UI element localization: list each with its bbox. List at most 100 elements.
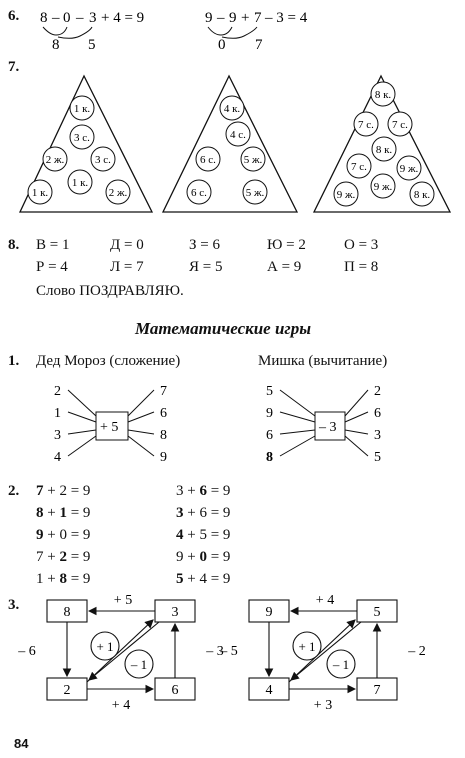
operator: + xyxy=(43,483,60,499)
box-bottom-left xyxy=(46,677,88,701)
result: = 9 xyxy=(66,549,91,565)
games1-right-title: Мишка (вычитание) xyxy=(258,353,388,369)
label-bottom: + 4 xyxy=(112,698,130,713)
answer-word: Слово ПОЗДРАВЛЯЮ. xyxy=(36,283,184,299)
addend-b: 2 xyxy=(59,483,67,499)
operator: + xyxy=(183,483,200,499)
cipher-v: В = 1 xyxy=(36,237,70,253)
token-circle xyxy=(69,124,95,150)
cipher-z: З = 6 xyxy=(189,237,220,253)
token-circle xyxy=(69,95,95,121)
task6-eq2-sub2: 7 xyxy=(255,37,263,53)
left-out-3: 8 xyxy=(160,428,167,443)
addend-b: 8 xyxy=(59,571,67,587)
token-label: 4 к. xyxy=(224,103,241,115)
box-top-right-value: 5 xyxy=(374,605,381,620)
addend-a: 7 xyxy=(36,483,44,499)
token-circle xyxy=(242,179,268,205)
games3-number: 3. xyxy=(8,597,20,613)
task7-number: 7. xyxy=(8,59,20,75)
right-in-3: 6 xyxy=(266,428,273,443)
label-right: – 3 xyxy=(205,644,224,659)
section-title: Математические игры xyxy=(135,319,312,338)
token-circle xyxy=(396,155,422,181)
task6-eq2-t1: 9 xyxy=(205,10,213,26)
cipher-l: Л = 7 xyxy=(110,259,144,275)
machine-left-op: + 5 xyxy=(100,420,118,435)
cipher-p: П = 8 xyxy=(344,259,379,275)
task6-eq1-t2: – xyxy=(51,10,60,26)
token-circle xyxy=(67,169,93,195)
box-bottom-right-value: 6 xyxy=(172,683,179,698)
label-right: – 2 xyxy=(407,644,426,659)
addend-b: 0 xyxy=(199,549,207,565)
box-top-left xyxy=(248,599,290,623)
left-in-4: 4 xyxy=(54,450,61,465)
token-circle xyxy=(409,181,435,207)
operator: + xyxy=(43,527,60,543)
operator: + xyxy=(43,571,60,587)
token-label: 7 с. xyxy=(358,119,374,131)
addend-a: 9 xyxy=(176,549,184,565)
left-out-1: 7 xyxy=(160,384,167,399)
result: = 9 xyxy=(66,505,91,521)
task6-eq1-arc1 xyxy=(42,26,68,36)
label-left: – 6 xyxy=(17,644,36,659)
box-top-right xyxy=(356,599,398,623)
token-label: 7 с. xyxy=(351,161,367,173)
equation-row: 3 + 6 = 9 xyxy=(176,506,230,521)
token-label: 3 с. xyxy=(95,154,111,166)
label-top: + 4 xyxy=(316,593,334,608)
box-bottom-left-value: 2 xyxy=(64,683,71,698)
box-bottom-right-value: 7 xyxy=(374,683,381,698)
token-label: 5 ж. xyxy=(244,154,263,166)
task6-eq2-t4: + xyxy=(241,10,249,26)
right-in-2: 9 xyxy=(266,406,273,421)
operator: + xyxy=(183,527,200,543)
result: = 9 xyxy=(206,571,231,587)
arrow xyxy=(86,619,154,683)
left-in-1: 2 xyxy=(54,384,61,399)
cipher-r: Р = 4 xyxy=(36,259,68,275)
result: = 9 xyxy=(206,549,231,565)
left-in-3: 3 xyxy=(54,428,61,443)
equation-row: 4 + 5 = 9 xyxy=(176,528,230,543)
cipher-d: Д = 0 xyxy=(110,237,144,253)
token-circle xyxy=(371,136,397,162)
result: = 9 xyxy=(66,527,91,543)
left-in-2: 1 xyxy=(54,406,61,421)
task6-eq2-sub1: 0 xyxy=(218,37,226,53)
addend-a: 5 xyxy=(176,571,184,587)
task6-eq2-t5: 7 xyxy=(254,10,262,26)
right-in-4: 8 xyxy=(266,450,273,465)
equation-row: 7 + 2 = 9 xyxy=(36,484,90,499)
addend-b: 5 xyxy=(199,527,207,543)
result: = 9 xyxy=(206,527,231,543)
machine-left-box xyxy=(95,411,129,441)
addend-a: 4 xyxy=(176,527,184,543)
machine-right-op: – 3 xyxy=(318,420,337,435)
circle-minus-label: – 1 xyxy=(130,657,147,672)
addend-b: 4 xyxy=(199,571,207,587)
triangle-1 xyxy=(18,74,154,213)
arrow xyxy=(290,621,362,681)
token-circle xyxy=(225,121,251,147)
token-circle xyxy=(219,95,245,121)
equation-row: 7 + 2 = 9 xyxy=(36,550,90,565)
token-label: 3 с. xyxy=(74,132,90,144)
task6-eq2-arc1 xyxy=(207,26,233,36)
task6-eq1-arc2 xyxy=(57,26,93,39)
token-circle xyxy=(333,181,359,207)
token-label: 2 ж. xyxy=(46,154,65,166)
cipher-o: О = 3 xyxy=(344,237,379,253)
token-label: 4 с. xyxy=(230,129,246,141)
addend-b: 0 xyxy=(59,527,67,543)
left-out-2: 6 xyxy=(160,406,167,421)
label-top: + 5 xyxy=(114,593,132,608)
token-circle xyxy=(42,146,68,172)
machine-right-box xyxy=(314,411,346,441)
label-bottom: + 3 xyxy=(314,698,332,713)
result: = 9 xyxy=(66,483,91,499)
addend-a: 3 xyxy=(176,505,184,521)
operator: + xyxy=(183,549,200,565)
